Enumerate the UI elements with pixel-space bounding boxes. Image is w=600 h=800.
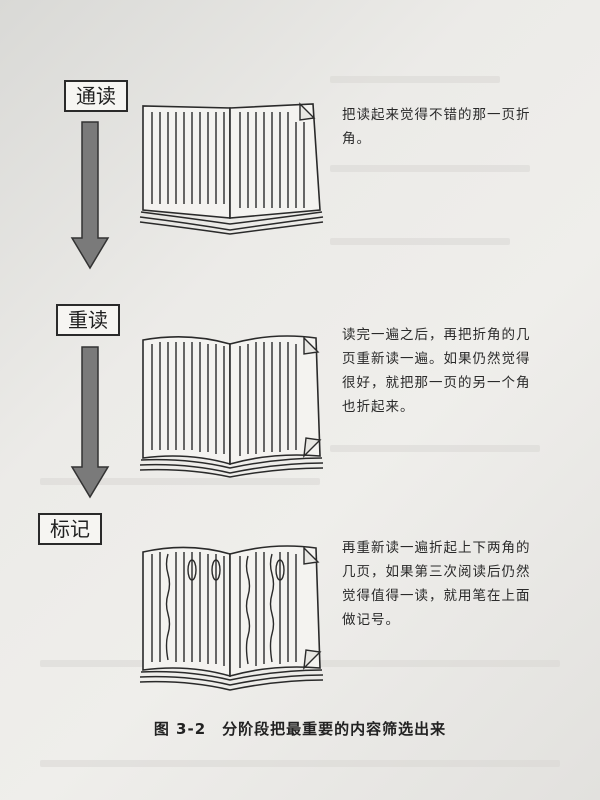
stage-description-3: 再重新读一遍折起上下两角的 几页，如果第三次阅读后仍然 觉得值得一读，就用笔在上… — [342, 540, 531, 628]
stage-description-2: 读完一遍之后，再把折角的几 页重新读一遍。如果仍然觉得 很好，就把那一页的另一个… — [342, 327, 531, 415]
down-arrow-2 — [70, 346, 110, 499]
stage-description-1: 把读起来觉得不错的那一页折 角。 — [342, 107, 531, 147]
stage-label-3: 标记 — [38, 513, 102, 545]
figure-caption: 图 3-2 分阶段把最重要的内容筛选出来 — [153, 720, 447, 738]
stage-label-1: 通读 — [64, 80, 128, 112]
open-book-2 — [139, 335, 324, 478]
down-arrow-1 — [70, 121, 110, 270]
stage-label-2: 重读 — [56, 304, 120, 336]
open-book-3 — [139, 545, 324, 691]
open-book-1 — [139, 102, 324, 235]
